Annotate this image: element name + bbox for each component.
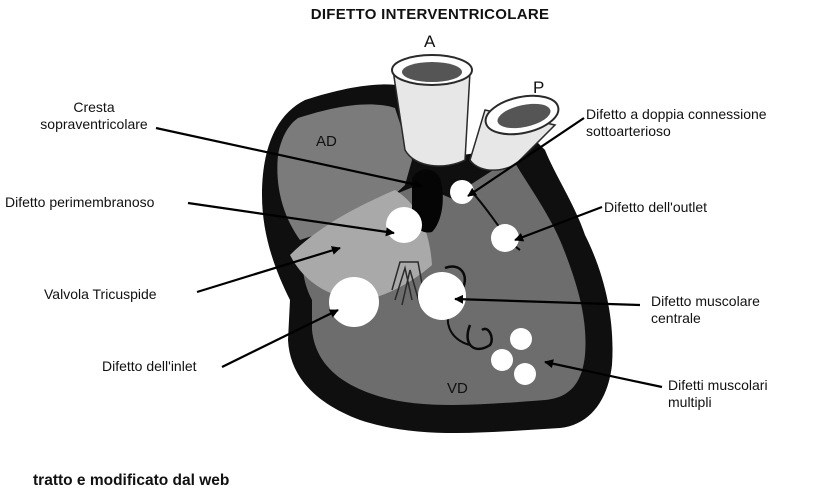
figure-title: DIFETTO INTERVENTRICOLARE [310,6,550,23]
right-ventricle-letter: VD [447,380,468,397]
aorta-letter: A [424,32,436,51]
arrow-cresta [155,126,423,189]
aorta-vessel [391,54,473,167]
arrow-doppia [467,117,585,197]
label-perimembranoso: Difetto perimembranoso [5,194,155,210]
label-muscolare-line1: Difetto muscolare [651,293,760,309]
arrow-outlet [514,205,603,242]
defect-multiple-2 [491,349,513,371]
label-muscolare: Difetto muscolare centrale [651,293,760,327]
arrow-inlet [221,309,339,368]
source-credit: tratto e modificato dal web [33,472,230,489]
label-multipli: Difetti muscolari multipli [668,377,768,411]
arrow-tricuspide [196,246,341,294]
defect-outlet [491,224,519,252]
label-cresta-line1: Cresta [73,99,115,115]
tricuspid-chordae [391,261,426,306]
label-inlet: Difetto dell'inlet [102,358,197,374]
arrow-muscolare [454,294,641,307]
label-doppia: Difetto a doppia connessione sottoarteri… [586,106,767,140]
defect-central-muscular [418,272,466,320]
label-doppia-line1: Difetto a doppia connessione [586,106,767,122]
arrow-perimembranoso [187,201,395,237]
arrow-multipli [544,359,663,389]
label-muscolare-line2: centrale [651,310,701,326]
defect-perimembranous [386,207,422,243]
defect-inlet [329,277,379,327]
label-doppia-line2: sottoarterioso [586,123,671,139]
right-atrium-letter: AD [316,133,337,150]
right-atrium-chamber [277,104,412,240]
defect-multiple-1 [510,328,532,350]
label-tricuspide: Valvola Tricuspide [44,286,157,302]
label-multipli-line2: multipli [668,394,712,410]
defect-doubly-committed [450,180,474,204]
pulmonary-letter: P [533,78,545,97]
label-outlet: Difetto dell'outlet [604,199,708,215]
defect-multiple-3 [514,363,536,385]
label-cresta: Cresta sopraventricolare [12,99,176,133]
label-cresta-line2: sopraventricolare [40,116,148,132]
label-multipli-line1: Difetti muscolari [668,377,768,393]
